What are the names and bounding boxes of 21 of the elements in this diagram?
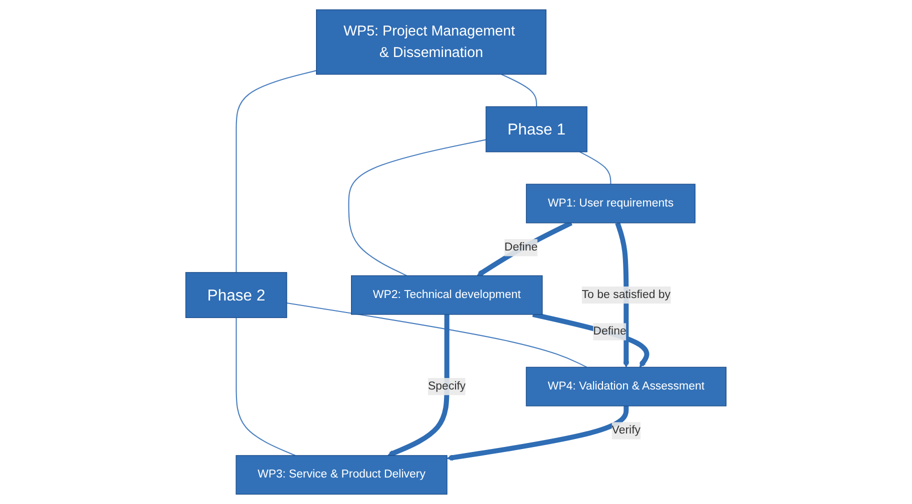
- node-box: Phase 2: [185, 272, 288, 318]
- edge-label: Define: [504, 241, 538, 254]
- arrow: [476, 220, 572, 276]
- node-box: WP4: Validation & Assessment: [526, 366, 727, 406]
- node-box: WP2: Technical development: [351, 275, 543, 315]
- arrow: [388, 314, 450, 457]
- connector: [348, 139, 486, 276]
- connector: [580, 151, 612, 184]
- arrow: [615, 222, 630, 368]
- edge-label: Define: [593, 325, 626, 338]
- node-box: WP1: User requirements: [526, 184, 696, 224]
- connector: [236, 70, 317, 272]
- connector: [286, 302, 588, 368]
- edge-label: To be satisfied by: [582, 288, 671, 301]
- node-box: Phase 1: [486, 106, 588, 152]
- node-box: WP5: Project Management & Dissemination: [316, 9, 546, 75]
- node-box: WP3: Service & Product Delivery: [236, 455, 448, 495]
- connector: [236, 318, 296, 456]
- edge-label: Specify: [428, 380, 466, 392]
- edge-label: Verify: [612, 424, 641, 436]
- connector: [501, 74, 538, 107]
